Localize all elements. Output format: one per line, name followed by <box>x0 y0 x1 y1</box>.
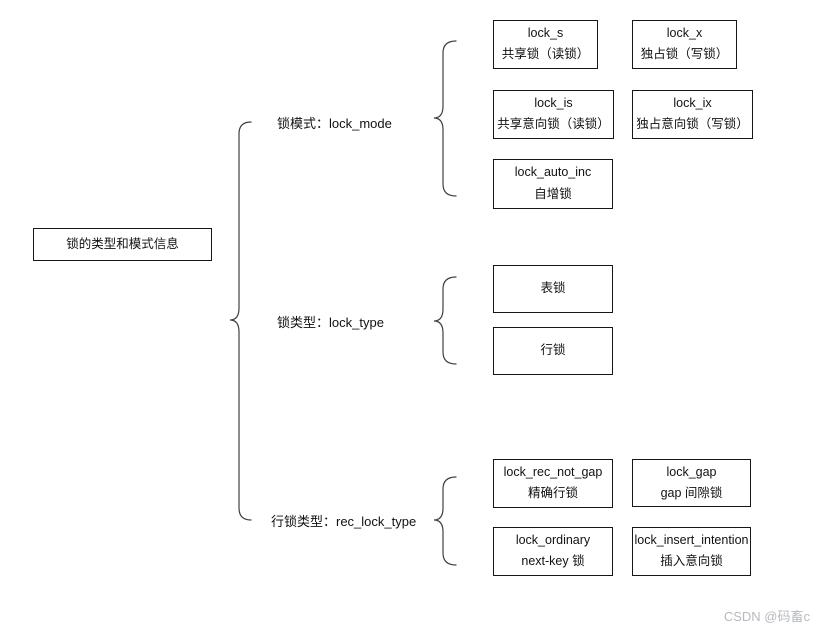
node-title: lock_insert_intention <box>634 532 749 547</box>
node-lock-is: lock_is 共享意向锁（读锁） <box>493 90 614 139</box>
node-subtitle: 插入意向锁 <box>660 554 723 569</box>
node-subtitle: 共享意向锁（读锁） <box>497 117 610 132</box>
node-row-lock: 行锁 <box>493 327 613 375</box>
lock-mode-brace <box>433 40 457 197</box>
node-title: 行锁 <box>540 343 566 358</box>
node-lock-ix: lock_ix 独占意向锁（写锁） <box>632 90 753 139</box>
node-root: 锁的类型和模式信息 <box>33 228 212 261</box>
node-subtitle: gap 间隙锁 <box>660 485 723 500</box>
node-lock-s: lock_s 共享锁（读锁） <box>493 20 598 69</box>
node-lock-auto-inc: lock_auto_inc 自增锁 <box>493 159 613 209</box>
node-lock-gap: lock_gap gap 间隙锁 <box>632 459 751 507</box>
node-lock-ordinary: lock_ordinary next-key 锁 <box>493 527 613 576</box>
node-title: lock_rec_not_gap <box>503 464 603 479</box>
node-title: lock_ix <box>673 95 712 110</box>
node-lock-x: lock_x 独占锁（写锁） <box>632 20 737 69</box>
node-title: lock_auto_inc <box>514 165 592 180</box>
branch-label-rec-lock-type: 行锁类型：rec_lock_type <box>271 514 417 529</box>
node-title: lock_gap <box>666 464 717 479</box>
node-title: lock_ordinary <box>515 532 591 547</box>
watermark: CSDN @码畜c <box>723 609 810 624</box>
lock-type-brace <box>433 276 457 365</box>
node-title: lock_is <box>534 95 573 110</box>
node-subtitle: 自增锁 <box>534 187 572 202</box>
node-subtitle: 精确行锁 <box>527 486 578 501</box>
node-title: 表锁 <box>540 281 566 296</box>
node-subtitle: next-key 锁 <box>521 554 585 569</box>
node-subtitle: 共享锁（读锁） <box>501 47 590 62</box>
node-table-lock: 表锁 <box>493 265 613 313</box>
node-title: lock_s <box>527 25 564 40</box>
branch-label-lock-type: 锁类型：lock_type <box>277 315 384 330</box>
rec-lock-type-brace <box>433 476 457 566</box>
node-title: lock_x <box>666 25 703 40</box>
node-lock-rec-not-gap: lock_rec_not_gap 精确行锁 <box>493 459 613 508</box>
node-subtitle: 独占意向锁（写锁） <box>636 117 749 132</box>
node-lock-insert-intention: lock_insert_intention 插入意向锁 <box>632 527 751 576</box>
root-brace <box>229 121 252 521</box>
node-subtitle: 独占锁（写锁） <box>640 47 729 62</box>
node-root-label: 锁的类型和模式信息 <box>66 236 179 251</box>
branch-label-lock-mode: 锁模式：lock_mode <box>277 116 392 131</box>
